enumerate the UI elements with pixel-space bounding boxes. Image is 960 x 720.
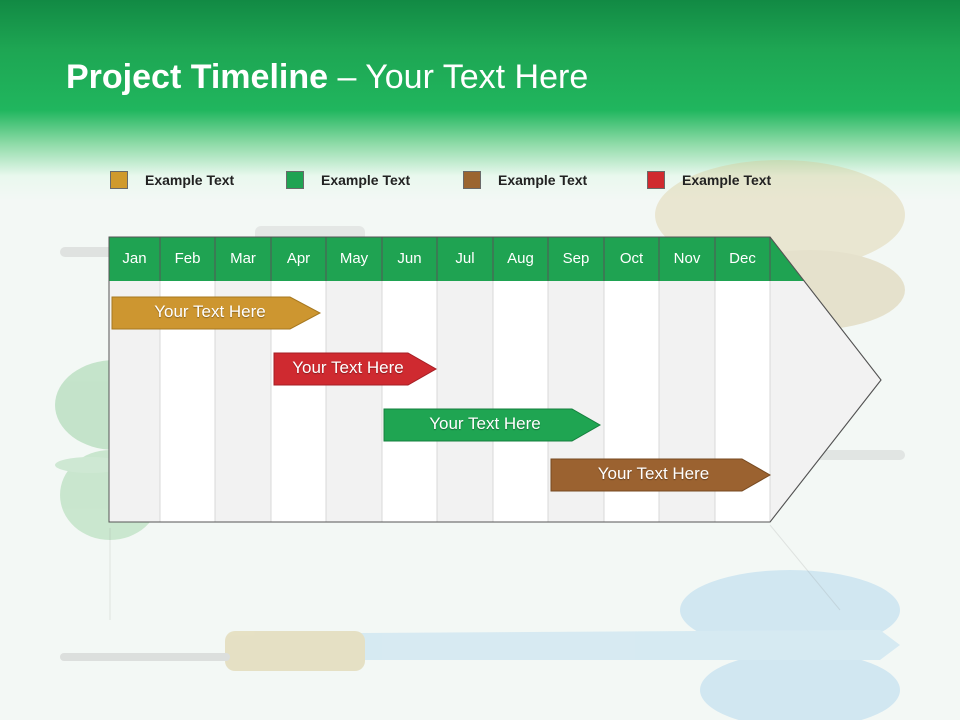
month-label-may: May [339, 250, 369, 267]
legend-swatch-green [286, 171, 304, 189]
month-label-jul: Jul [455, 250, 475, 267]
task-bar-1-label: Your Text Here [154, 302, 266, 321]
title-bold: Project Timeline [66, 58, 329, 96]
task-bar-2 [273, 352, 438, 386]
title-rest: – Your Text Here [328, 58, 589, 96]
task-bar-3-label: Your Text Here [429, 414, 541, 433]
month-label-jan: Jan [122, 250, 147, 267]
legend-swatch-gold [110, 171, 128, 189]
legend-item-2: Example Text [286, 170, 410, 190]
legend-label-4: Example Text [682, 172, 772, 188]
legend-label-1: Example Text [145, 172, 235, 188]
legend-label-2: Example Text [321, 172, 411, 188]
slide-title: Project Timeline – Your Text Here [66, 58, 588, 97]
task-bar-1 [111, 296, 322, 330]
month-label-feb: Feb [174, 250, 201, 267]
month-label-apr: Apr [286, 250, 311, 267]
legend-item-4: Example Text [647, 170, 771, 190]
task-bar-2-label: Your Text Here [292, 358, 404, 377]
month-label-jun: Jun [397, 250, 422, 267]
legend-label-3: Example Text [498, 172, 588, 188]
month-label-sep: Sep [562, 250, 590, 267]
legend-item-1: Example Text [110, 170, 234, 190]
legend-item-3: Example Text [463, 170, 587, 190]
month-label-nov: Nov [673, 250, 701, 267]
task-bar-3 [383, 408, 602, 442]
month-label-oct: Oct [619, 250, 644, 267]
month-label-dec: Dec [729, 250, 756, 267]
month-label-aug: Aug [507, 250, 534, 267]
month-label-mar: Mar [230, 250, 256, 267]
legend-swatch-brown [463, 171, 481, 189]
task-bar-4 [550, 458, 772, 492]
task-bar-4-label: Your Text Here [597, 464, 710, 483]
legend-swatch-red [647, 171, 665, 189]
header-band [0, 0, 960, 200]
